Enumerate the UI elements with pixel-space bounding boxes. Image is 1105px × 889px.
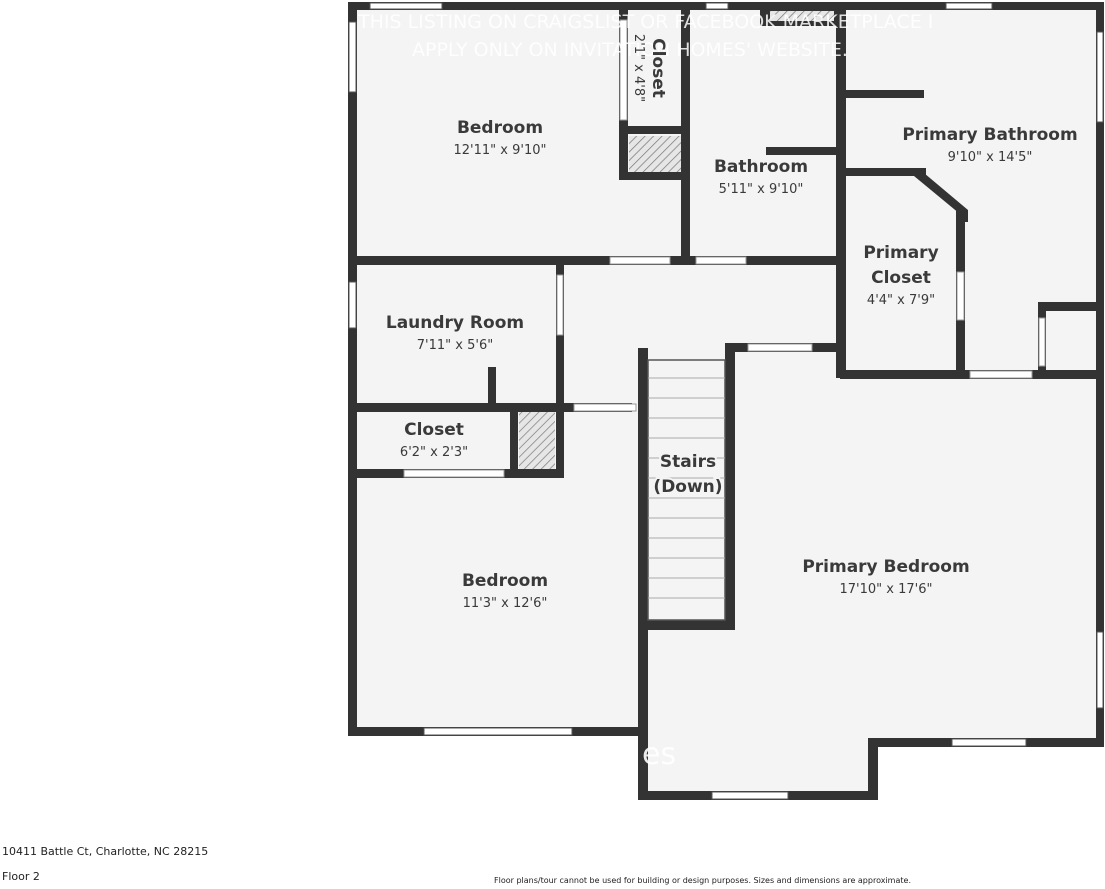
room-dims-closet-left: 6'2" x 2'3" bbox=[400, 445, 468, 460]
windows bbox=[348, 2, 1104, 800]
room-dims-bedroom-bottom: 11'3" x 12'6" bbox=[463, 596, 548, 611]
room-name-laundry: Laundry Room bbox=[386, 313, 524, 333]
stairs bbox=[647, 359, 726, 621]
room-name-closet-left: Closet bbox=[404, 420, 464, 440]
room-name-stairs-1: Stairs bbox=[660, 452, 716, 472]
room-name-primary-closet-2: Closet bbox=[871, 268, 931, 288]
hatched-shafts bbox=[519, 11, 834, 469]
watermark-logo: es bbox=[642, 737, 676, 772]
room-name-stairs-2: (Down) bbox=[653, 477, 722, 497]
disclaimer-text: Floor plans/tour cannot be used for buil… bbox=[494, 876, 911, 885]
watermark-line-1: THIS LISTING ON CRAIGSLIST OR FACEBOOK M… bbox=[357, 11, 933, 33]
room-dims-primary-bathroom: 9'10" x 14'5" bbox=[948, 150, 1033, 165]
room-dims-closet-top: 2'1" x 4'8" bbox=[631, 34, 646, 102]
floor-label: Floor 2 bbox=[2, 870, 40, 883]
room-dims-bedroom-top: 12'11" x 9'10" bbox=[454, 143, 547, 158]
room-name-bedroom-top: Bedroom bbox=[457, 118, 543, 138]
room-name-primary-bedroom: Primary Bedroom bbox=[802, 557, 969, 577]
room-name-bedroom-bottom: Bedroom bbox=[462, 571, 548, 591]
room-dims-bathroom: 5'11" x 9'10" bbox=[719, 182, 804, 197]
watermark-line-2: APPLY ONLY ON INVITATION HOMES' WEBSITE. bbox=[412, 39, 848, 61]
room-name-closet-top: Closet bbox=[648, 38, 668, 98]
room-dims-primary-bedroom: 17'10" x 17'6" bbox=[840, 582, 933, 597]
door-openings bbox=[403, 19, 1046, 478]
room-name-bathroom: Bathroom bbox=[714, 157, 808, 177]
room-dims-laundry: 7'11" x 5'6" bbox=[417, 338, 493, 353]
property-address: 10411 Battle Ct, Charlotte, NC 28215 bbox=[2, 845, 209, 858]
room-name-primary-closet-1: Primary bbox=[863, 243, 938, 263]
room-dims-primary-closet: 4'4" x 7'9" bbox=[867, 293, 935, 308]
room-name-primary-bathroom: Primary Bathroom bbox=[902, 125, 1077, 145]
